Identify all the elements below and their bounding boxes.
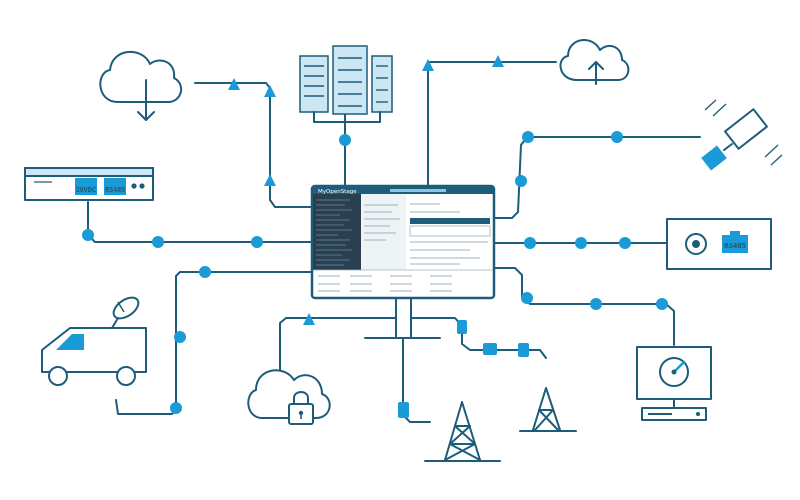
connector-dot bbox=[152, 236, 164, 248]
connector-dot bbox=[522, 131, 534, 143]
port-label: RS485 bbox=[724, 242, 746, 250]
port-20vdc bbox=[75, 178, 97, 195]
connector-block bbox=[483, 343, 497, 355]
connector-dot bbox=[515, 175, 527, 187]
connector-block bbox=[518, 343, 529, 357]
tower-icon bbox=[424, 401, 501, 462]
connector-dot bbox=[251, 236, 263, 248]
flow-triangle bbox=[264, 85, 276, 97]
connector-dot bbox=[619, 237, 631, 249]
flow-triangle bbox=[228, 78, 240, 90]
connector-dot bbox=[656, 298, 668, 310]
van-icon bbox=[41, 296, 147, 386]
satellite-icon bbox=[701, 99, 783, 171]
connector-dot bbox=[174, 331, 186, 343]
connector-block bbox=[457, 320, 467, 334]
cloud-upload-icon bbox=[559, 39, 630, 85]
server-rack-icon bbox=[299, 45, 393, 123]
cloud-lock-icon bbox=[247, 369, 331, 425]
connector-dot bbox=[611, 131, 623, 143]
app-brand: MyOpenStage bbox=[318, 189, 357, 195]
tower-icon bbox=[519, 387, 577, 432]
central-monitor: MyOpenStage bbox=[310, 184, 496, 300]
port-label: 20VDC bbox=[76, 186, 96, 194]
port-label: RS485 bbox=[105, 186, 125, 194]
connector-dot bbox=[590, 298, 602, 310]
port-rs485 bbox=[104, 178, 126, 195]
connector-dot bbox=[170, 402, 182, 414]
flow-triangle bbox=[422, 59, 434, 71]
connector-dot bbox=[524, 237, 536, 249]
port-rs485 bbox=[722, 235, 748, 253]
gauge-icon bbox=[636, 346, 712, 421]
connectors bbox=[82, 55, 668, 418]
connector-dot bbox=[199, 266, 211, 278]
connection-panel-icon: RS485 bbox=[666, 218, 772, 270]
flow-triangle bbox=[492, 55, 504, 67]
connector-block bbox=[398, 402, 409, 418]
router-icon: 20VDC RS485 bbox=[24, 167, 154, 201]
connector-dot bbox=[521, 292, 533, 304]
flow-triangle bbox=[264, 174, 276, 186]
flow-triangle bbox=[303, 313, 315, 325]
connector-dot bbox=[575, 237, 587, 249]
connector-dot bbox=[339, 134, 351, 146]
cloud-download-icon bbox=[99, 50, 183, 121]
connector-dot bbox=[82, 229, 94, 241]
